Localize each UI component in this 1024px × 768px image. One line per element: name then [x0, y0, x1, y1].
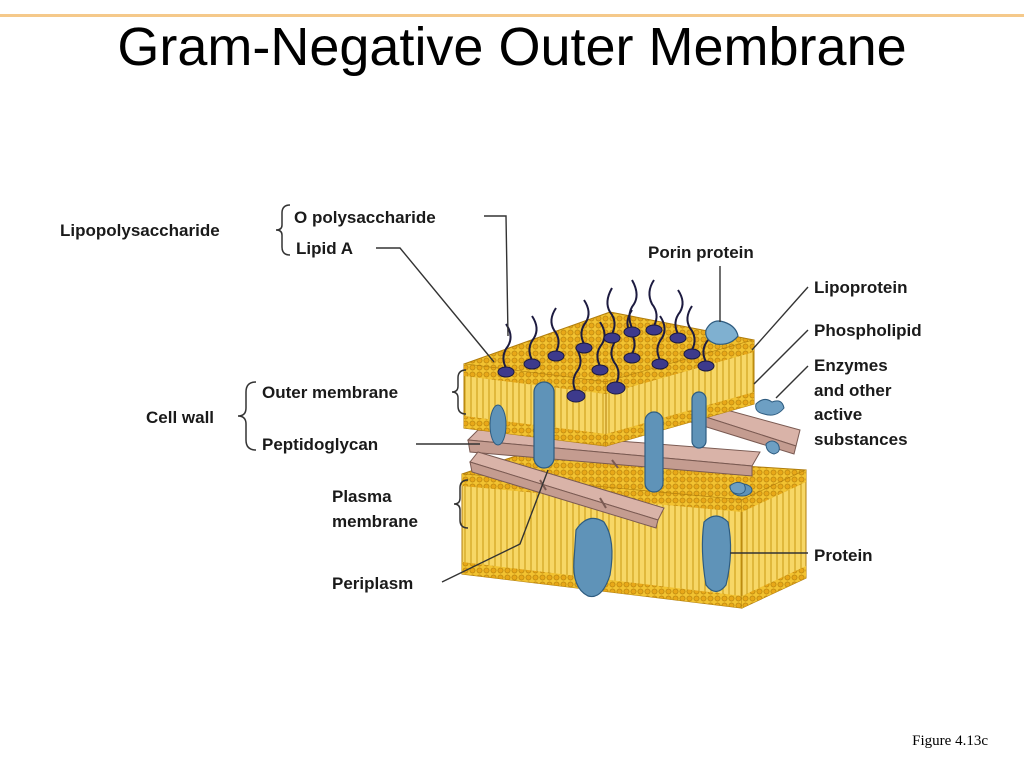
outer-membrane-protein-left: [533, 381, 555, 469]
label-phospholipid: Phospholipid: [814, 321, 922, 340]
label-lipoprotein: Lipoprotein: [814, 278, 907, 297]
enzymes-blobs: [729, 398, 785, 495]
lps-molecules: [497, 279, 715, 403]
porin-protein: [705, 320, 739, 345]
label-o-polysaccharide: O polysaccharide: [294, 208, 436, 227]
label-cell-wall: Cell wall: [146, 408, 214, 427]
leader-lines: [376, 215, 809, 583]
label-protein: Protein: [814, 546, 873, 565]
label-porin-protein: Porin protein: [648, 243, 754, 262]
label-lipid-a: Lipid A: [296, 239, 353, 258]
lipoprotein-column: [691, 391, 707, 449]
label-enzymes-line2: and other: [814, 381, 892, 400]
plasma-protein-right: [701, 515, 732, 593]
figure-caption: Figure 4.13c: [912, 733, 988, 749]
label-lipopolysaccharide: Lipopolysaccharide: [60, 221, 220, 240]
label-brackets: [237, 204, 469, 529]
label-enzymes-line3: active: [814, 405, 862, 424]
label-outer-membrane: Outer membrane: [262, 383, 398, 402]
slide-title: Gram-Negative Outer Membrane: [117, 17, 907, 77]
label-plasma-line2: membrane: [332, 512, 418, 531]
periplasm-protein: [489, 404, 507, 446]
label-peptidoglycan: Peptidoglycan: [262, 435, 378, 454]
label-enzymes-line4: substances: [814, 430, 908, 449]
plasma-protein-large: [573, 517, 613, 598]
label-periplasm: Periplasm: [332, 574, 413, 593]
label-plasma-line1: Plasma: [332, 487, 392, 506]
label-enzymes-line1: Enzymes: [814, 356, 888, 375]
outer-membrane-protein-mid: [644, 411, 664, 493]
top-rule: [0, 14, 1024, 17]
